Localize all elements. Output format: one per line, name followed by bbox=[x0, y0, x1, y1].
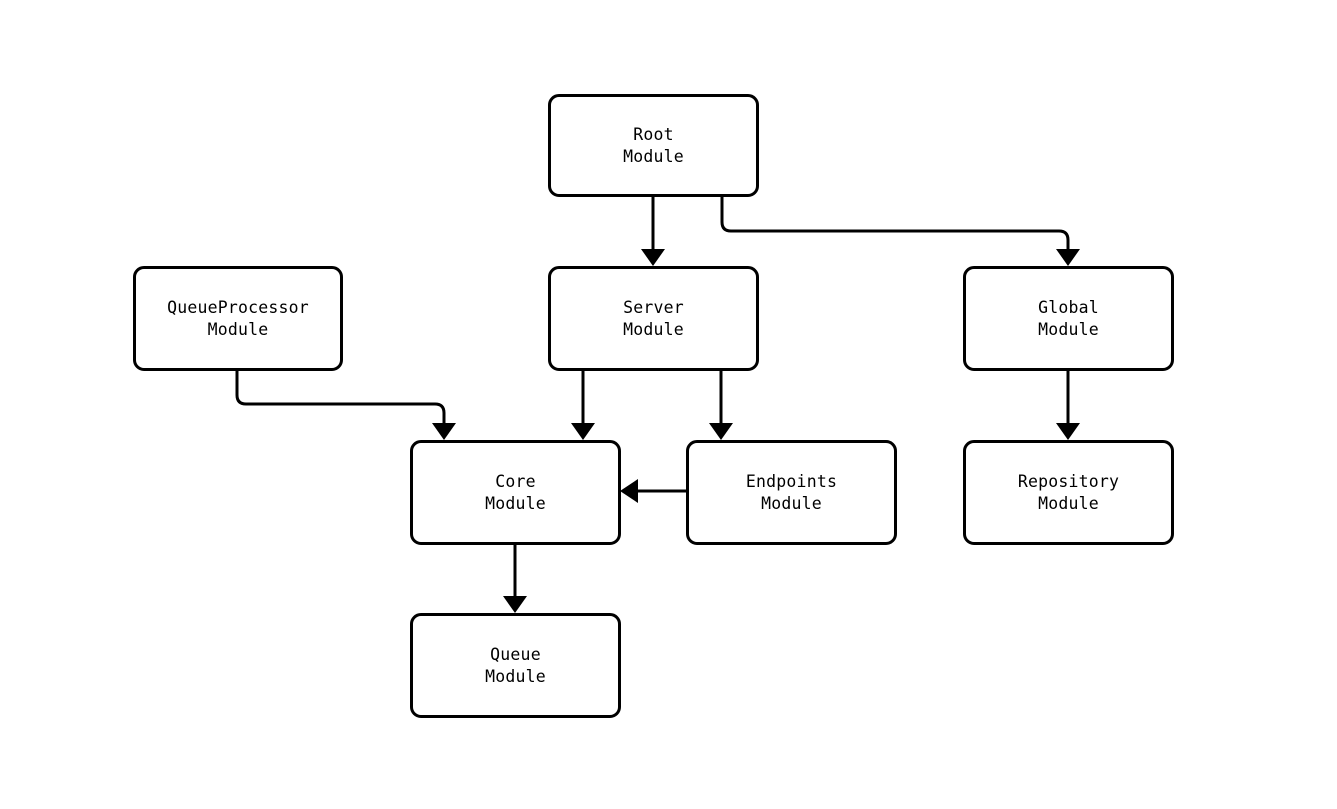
node-label-queue-module: Queue Module bbox=[485, 644, 546, 686]
edge-server-core bbox=[571, 371, 595, 440]
edge-queueprocessor-core bbox=[235, 371, 456, 440]
node-server-module[interactable]: Server Module bbox=[548, 266, 759, 371]
edge-global-repository bbox=[1056, 371, 1080, 440]
node-label-server-module: Server Module bbox=[623, 297, 684, 339]
edge-endpoints-core bbox=[620, 479, 686, 503]
node-label-endpoints-module: Endpoints Module bbox=[745, 471, 838, 513]
node-label-global-module: Global Module bbox=[1038, 297, 1099, 339]
node-global-module[interactable]: Global Module bbox=[963, 266, 1174, 371]
node-label-core-module: Core Module bbox=[485, 471, 546, 513]
edge-core-queue bbox=[503, 545, 527, 613]
node-queueprocessor-module[interactable]: QueueProcessor Module bbox=[133, 266, 343, 371]
edge-root-global bbox=[720, 197, 1080, 266]
node-endpoints-module[interactable]: Endpoints Module bbox=[686, 440, 897, 545]
node-core-module[interactable]: Core Module bbox=[410, 440, 621, 545]
node-queue-module[interactable]: Queue Module bbox=[410, 613, 621, 718]
edge-root-server bbox=[641, 197, 665, 266]
edge-server-endpoints bbox=[709, 371, 733, 440]
node-root-module[interactable]: Root Module bbox=[548, 94, 759, 197]
node-label-root-module: Root Module bbox=[623, 124, 684, 166]
node-label-repository-module: Repository Module bbox=[1017, 471, 1120, 513]
node-label-queueprocessor-module: QueueProcessor Module bbox=[167, 297, 309, 339]
node-repository-module[interactable]: Repository Module bbox=[963, 440, 1174, 545]
